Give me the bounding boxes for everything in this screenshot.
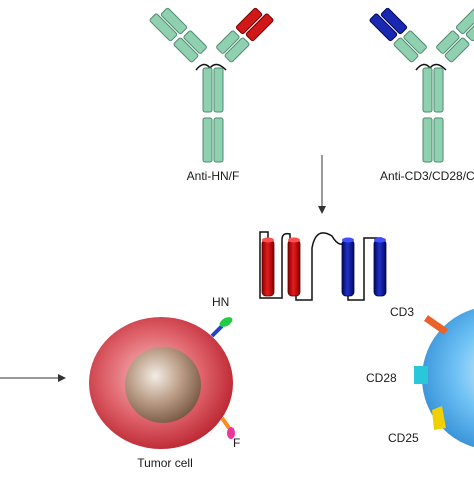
cd28-marker <box>414 366 428 384</box>
cd25-label: CD25 <box>388 431 419 445</box>
anti-hn-f-label: Anti-HN/F <box>187 169 240 183</box>
hn-domain-bar-2 <box>287 239 301 297</box>
cd3-marker <box>423 315 449 335</box>
hn-domain-bar-1 <box>261 239 275 297</box>
cd25-marker <box>432 406 446 430</box>
tumor-cell-label: Tumor cell <box>137 456 193 470</box>
cd-domain-bar-1 <box>341 239 355 297</box>
cd3-label: CD3 <box>390 305 414 319</box>
cd28-label: CD28 <box>366 371 397 385</box>
anti-cd3-label: Anti-CD3/CD28/CD2 <box>380 169 474 183</box>
cd-domain-bar-2 <box>373 239 387 297</box>
anti-cd3-antibody <box>369 7 474 163</box>
tumor-nucleus <box>125 347 201 423</box>
hn-marker <box>210 317 233 338</box>
anti-hn-f-antibody <box>149 7 274 163</box>
f-label: F <box>233 436 240 450</box>
hn-label: HN <box>212 295 229 309</box>
f-marker <box>220 416 235 439</box>
bispecific-construct <box>259 231 387 301</box>
tumor-cell <box>89 317 233 449</box>
t-cell <box>422 308 474 448</box>
